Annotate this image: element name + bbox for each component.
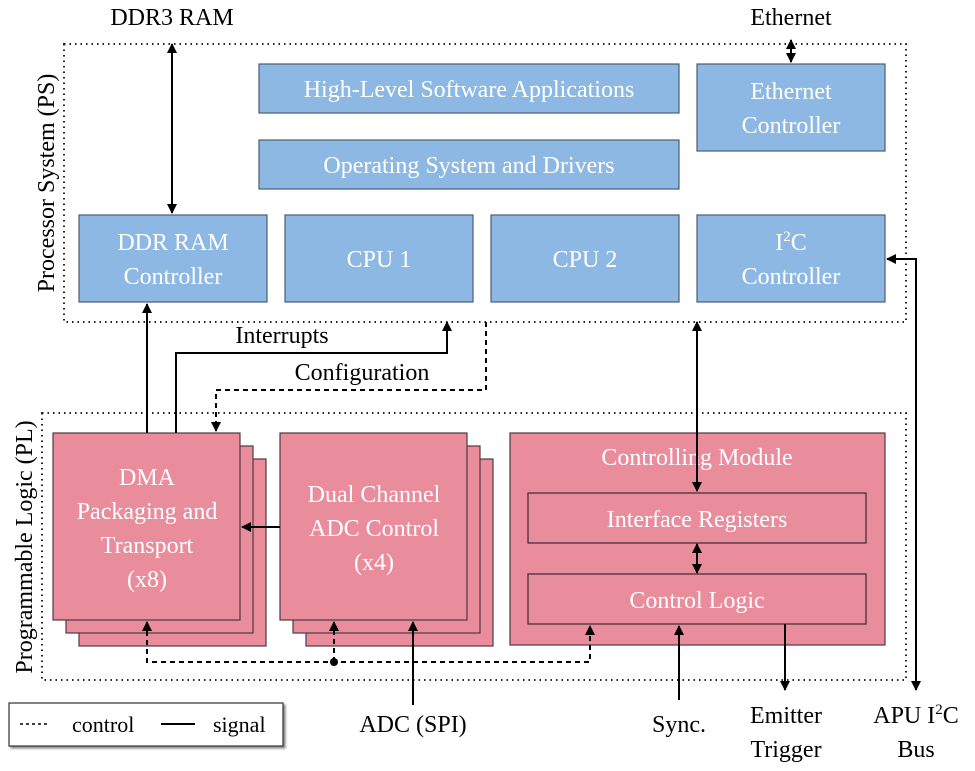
pl-region-label: Programmable Logic (PL) — [12, 420, 38, 673]
configuration-label: Configuration — [295, 360, 430, 386]
cpu2-label: CPU 2 — [553, 247, 618, 273]
dma-label-3: Transport — [101, 533, 194, 559]
interrupts-link — [175, 321, 452, 433]
ddr-controller-block: DDR RAM Controller — [78, 214, 268, 303]
i2c-controller-label-2: Controller — [742, 264, 841, 290]
interface-registers-label: Interface Registers — [607, 507, 788, 533]
ethernet-controller-block: Ethernet Controller — [696, 63, 886, 152]
emitter-trigger-label-2: Trigger — [750, 737, 821, 763]
ddr-controller-label-2: Controller — [124, 264, 223, 290]
i2c-controller-label-1: I2C — [775, 229, 807, 256]
junction-dot — [330, 658, 338, 666]
legend-signal-label: signal — [213, 712, 266, 737]
ps-region-label: Processor System (PS) — [34, 74, 60, 293]
os-block: Operating System and Drivers — [258, 139, 680, 190]
ddr-controller-label-1: DDR RAM — [117, 230, 228, 256]
dma-label-2: Packaging and — [77, 499, 218, 525]
dma-label-1: DMA — [119, 465, 176, 491]
control-logic-label: Control Logic — [629, 588, 764, 614]
adc-label-1: Dual Channel — [308, 482, 441, 508]
emitter-trigger-label-1: Emitter — [750, 703, 822, 729]
cpu2-block: CPU 2 — [490, 214, 680, 303]
ethernet-controller-label-1: Ethernet — [750, 79, 832, 105]
legend-control-label: control — [72, 712, 134, 737]
i2c-controller-block: I2C Controller — [696, 214, 886, 303]
adc-control-block-stack: Dual Channel ADC Control (x4) — [279, 432, 494, 647]
apu-i2c-bus-label-2: Bus — [897, 737, 934, 763]
os-label: Operating System and Drivers — [323, 153, 614, 179]
ethernet-controller-label-2: Controller — [742, 113, 841, 139]
dma-label-4: (x8) — [127, 567, 167, 593]
cpu1-label: CPU 1 — [347, 247, 412, 273]
adc-label-2: ADC Control — [309, 516, 439, 542]
control-logic-block — [527, 573, 867, 625]
cpu1-block: CPU 1 — [284, 214, 474, 303]
control-bus-link — [142, 621, 595, 663]
legend: control signal — [8, 702, 284, 747]
dma-block-stack: DMA Packaging and Transport (x8) — [52, 432, 267, 647]
ddr3-ram-label: DDR3 RAM — [110, 5, 233, 31]
apu-i2c-bus-label-1: APU I2C — [873, 702, 959, 729]
sync-label: Sync. — [652, 712, 706, 738]
apu-i2c-bus-link — [886, 254, 921, 691]
apps-label: High-Level Software Applications — [304, 77, 635, 103]
adc-label-3: (x4) — [354, 550, 394, 576]
pl-region — [41, 412, 907, 681]
interrupts-label: Interrupts — [235, 323, 328, 349]
configuration-link — [211, 322, 487, 432]
adc-spi-label: ADC (SPI) — [359, 712, 466, 738]
ethernet-label: Ethernet — [750, 5, 832, 31]
apps-block: High-Level Software Applications — [258, 63, 680, 114]
